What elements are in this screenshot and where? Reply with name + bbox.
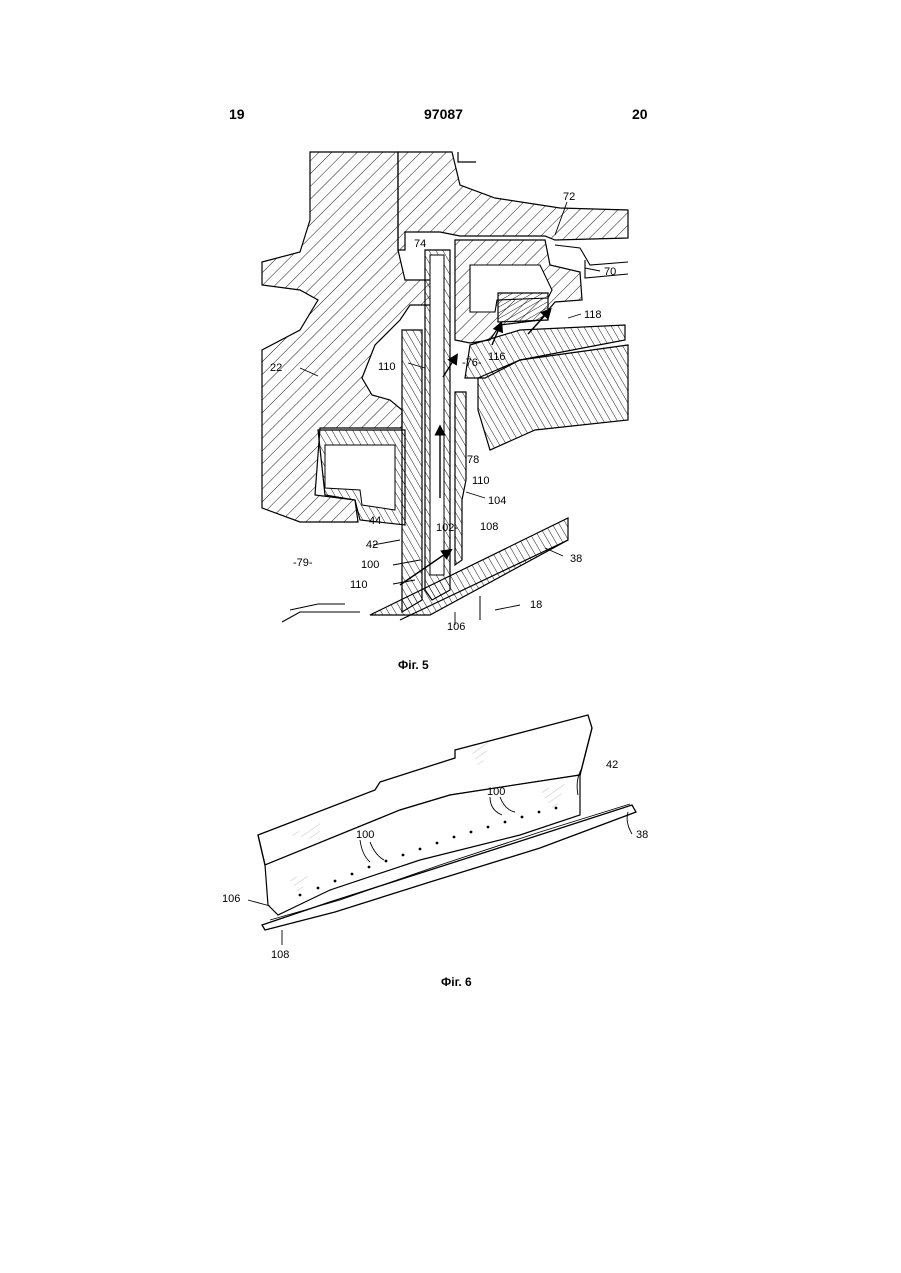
figure-6-drawing: 42 100 100 38 106 108 bbox=[0, 0, 901, 1000]
label-38-fig6: 38 bbox=[636, 829, 648, 841]
label-42-fig6: 42 bbox=[606, 759, 618, 771]
label-100-right: 100 bbox=[487, 786, 505, 798]
figure-6-caption: Фіг. 6 bbox=[441, 975, 472, 989]
label-100-left: 100 bbox=[356, 829, 374, 841]
label-108-fig6: 108 bbox=[271, 949, 289, 961]
label-106-fig6: 106 bbox=[222, 893, 240, 905]
